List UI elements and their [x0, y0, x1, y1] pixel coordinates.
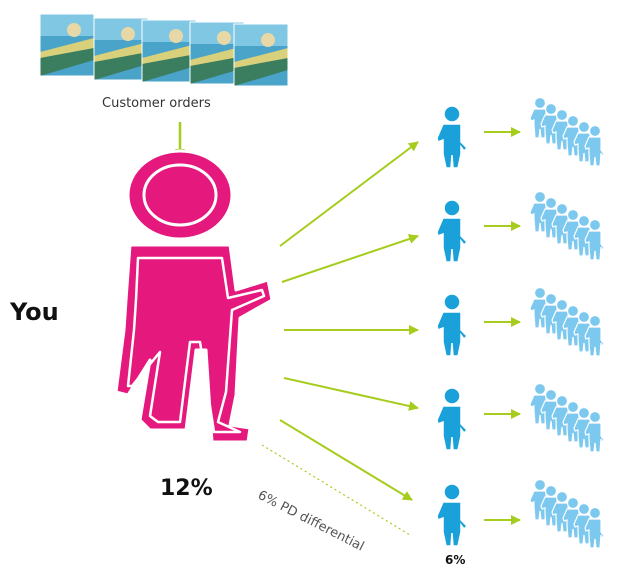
downline-row-5: [436, 480, 604, 549]
arrow-5: [279, 419, 413, 501]
arrow-1: [279, 141, 419, 247]
fanout-arrows: [279, 141, 419, 501]
downline-person-2: [436, 199, 468, 263]
differential-line: [261, 444, 411, 536]
downline-person-3: [436, 293, 468, 357]
downline-percent: 6%: [445, 553, 466, 567]
customer-orders-label: Customer orders: [102, 96, 211, 111]
downline-group-2: [530, 192, 604, 261]
downline-group-4: [530, 384, 604, 453]
arrow-2: [281, 234, 419, 283]
downline-row-4: [436, 384, 604, 453]
downline-group-3: [530, 288, 604, 357]
downline-group-1: [530, 98, 604, 167]
downline-row-1: [436, 98, 604, 169]
downline-row-2: [436, 192, 604, 263]
downline-person-4: [436, 387, 468, 451]
arrow-4: [283, 377, 419, 411]
downline-person-5: [436, 483, 468, 547]
customer-order-photos: [39, 13, 289, 87]
you-percent: 12%: [160, 476, 213, 501]
downline-row-3: [436, 288, 604, 357]
you-label: You: [10, 298, 59, 326]
downline-group-5: [530, 480, 604, 549]
you-figure: [114, 149, 274, 444]
downline-person-1: [436, 105, 468, 169]
